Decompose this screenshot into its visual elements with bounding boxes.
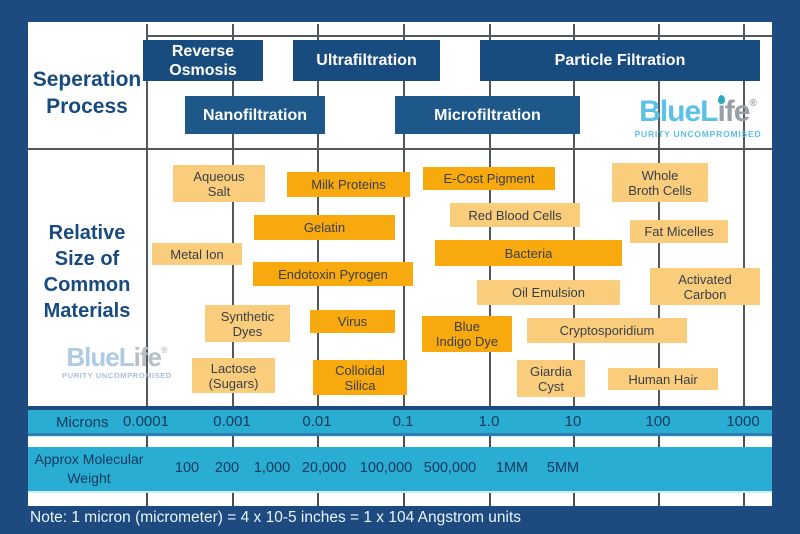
scale-tick (146, 493, 148, 506)
scale-tick (232, 436, 234, 447)
micron-tick-label: 0.1 (392, 413, 414, 430)
scale-tick (489, 436, 491, 447)
micron-tick-label: 100 (645, 413, 671, 430)
molecular-weight-tick-label: 20,000 (301, 460, 347, 476)
logo-letter-l: L (700, 95, 718, 128)
material-box: Fat Micelles (630, 220, 728, 243)
molecular-weight-tick-label: 200 (214, 460, 240, 476)
process-bar: Microfiltration (395, 96, 580, 134)
logo-word-ife: ıfe (717, 95, 750, 128)
micron-tick-label: 1000 (726, 413, 760, 430)
bluelife-watermark: BlueLife® PURITY UNCOMPROMISED (55, 344, 179, 380)
molecular-weight-tick-label: 1,000 (253, 460, 291, 476)
material-box: Activated Carbon (650, 268, 760, 305)
droplet-icon (718, 95, 726, 104)
logo-word-blue: Blue (639, 95, 701, 128)
molecular-weight-tick-label: 100,000 (359, 460, 413, 476)
scale-tick (317, 493, 319, 506)
material-box: Whole Broth Cells (612, 163, 708, 202)
material-box: Red Blood Cells (450, 203, 580, 227)
material-box: E-Cost Pigment (423, 167, 555, 190)
gridline-horizontal (146, 35, 772, 37)
molecular-weight-scale-label: Approx Molecular Weight (34, 451, 144, 486)
watermark-word-blue: BlueL (66, 342, 134, 372)
gridline-horizontal (28, 148, 772, 150)
material-box: Lactose (Sugars) (192, 358, 275, 393)
material-box: Oil Emulsion (477, 280, 620, 305)
scale-tick (403, 493, 405, 506)
gridline-vertical (403, 24, 405, 406)
footnote: Note: 1 micron (micrometer) = 4 x 10-5 i… (30, 509, 522, 526)
scale-tick (403, 436, 405, 447)
scale-bottom-strip (28, 493, 772, 506)
material-box: Colloidal Silica (313, 360, 407, 395)
microns-scale-band (28, 410, 772, 436)
material-box: Human Hair (608, 368, 718, 390)
relative-size-title: Relative Size of Common Materials (43, 222, 131, 322)
material-box: Aqueous Salt (173, 165, 265, 202)
process-bar: Particle Filtration (480, 40, 760, 81)
material-box: Virus (310, 310, 395, 333)
micron-tick-label: 0.0001 (123, 413, 169, 430)
process-bar: Ultrafiltration (293, 40, 440, 81)
watermark-tagline: PURITY UNCOMPROMISED (62, 371, 172, 380)
material-box: Gelatin (254, 215, 395, 240)
scale-tick (489, 493, 491, 506)
material-box: Bacteria (435, 240, 622, 266)
material-box: Milk Proteins (287, 172, 410, 197)
molecular-weight-scale-band (28, 447, 772, 493)
gridline-vertical (658, 24, 660, 406)
micron-tick-label: 0.01 (302, 413, 332, 430)
watermark-registered-mark: ® (160, 345, 168, 355)
scale-tick (743, 436, 745, 447)
separation-process-title: Seperation Process (32, 68, 142, 118)
bluelife-tagline: PURITY UNCOMPROMISED (634, 129, 762, 139)
gridline-vertical (232, 24, 234, 406)
molecular-weight-tick-label: 500,000 (423, 460, 477, 476)
scale-tick (658, 493, 660, 506)
material-box: Cryptosporidium (527, 318, 687, 343)
process-bar: Reverse Osmosis (143, 40, 263, 81)
scale-tick (573, 493, 575, 506)
microns-scale-label: Microns (56, 414, 109, 431)
micron-tick-label: 10 (564, 413, 582, 430)
scale-tick (146, 436, 148, 447)
watermark-text: BlueLife® (55, 344, 179, 370)
material-box: Blue Indigo Dye (422, 316, 512, 352)
scale-tick (573, 436, 575, 447)
molecular-weight-tick-label: 5MM (546, 460, 580, 476)
process-bar: Nanofiltration (185, 96, 325, 134)
scale-tick (743, 493, 745, 506)
registered-mark: ® (749, 98, 757, 109)
watermark-word-ife: ife (133, 342, 162, 372)
scale-tick (232, 493, 234, 506)
molecular-weight-tick-label: 100 (174, 460, 200, 476)
gridline-vertical (743, 24, 745, 406)
material-box: Giardia Cyst (517, 360, 585, 397)
material-box: Synthetic Dyes (205, 305, 290, 342)
scale-tick (658, 436, 660, 447)
micron-tick-label: 1.0 (478, 413, 500, 430)
micron-tick-label: 0.001 (213, 413, 251, 430)
scale-tick (317, 436, 319, 447)
molecular-weight-tick-label: 1MM (495, 460, 529, 476)
material-box: Endotoxin Pyrogen (253, 262, 413, 286)
gridline-vertical (146, 24, 148, 406)
material-box: Metal Ion (152, 243, 242, 265)
